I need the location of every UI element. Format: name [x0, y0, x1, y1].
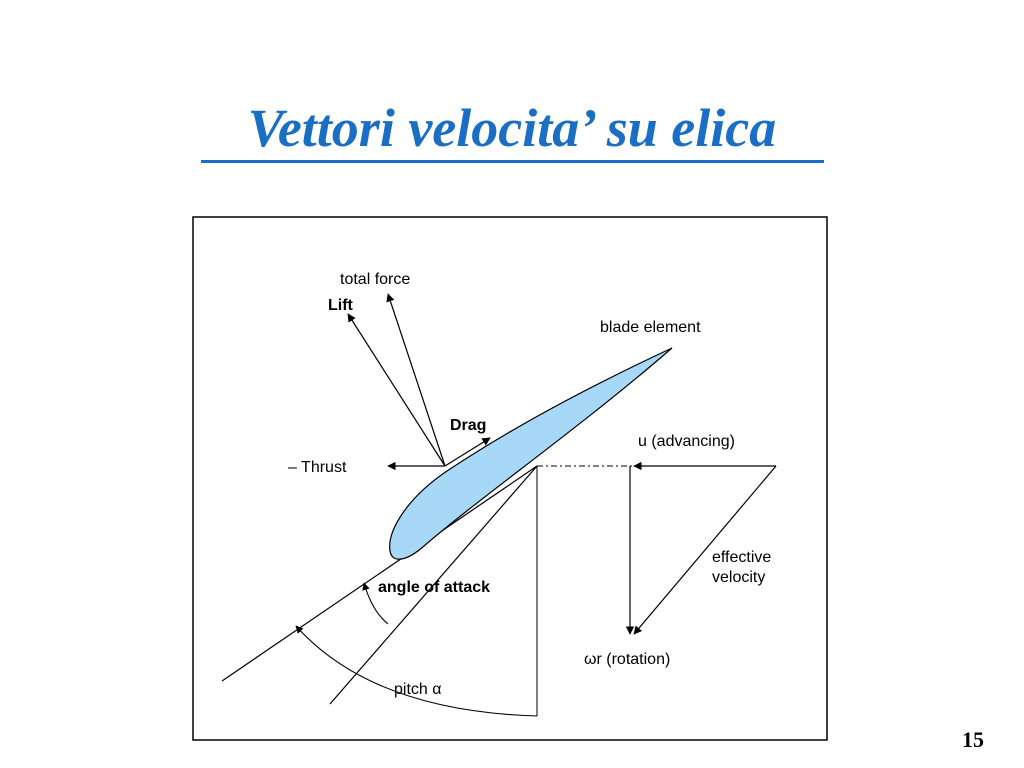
propeller-velocity-diagram: total force Lift blade element Drag – Th… [192, 216, 828, 741]
label-pitch: pitch α [394, 681, 442, 698]
label-angle-of-attack: angle of attack [378, 579, 490, 596]
relative-wind-line [329, 465, 538, 705]
label-total-force: total force [340, 271, 410, 288]
diagram-border [192, 216, 828, 741]
chord-line [221, 465, 538, 682]
label-drag: Drag [450, 417, 486, 434]
slide-title: Vettori velocita’ su elica [0, 98, 1024, 158]
label-lift: Lift [328, 297, 354, 314]
angle-of-attack-arc [362, 582, 389, 625]
total-force-arrow [386, 293, 446, 467]
label-rotation: ωr (rotation) [584, 651, 670, 668]
label-blade-element: blade element [600, 319, 701, 336]
slide-title-text: Vettori velocita’ su elica [247, 98, 777, 158]
label-advancing: u (advancing) [638, 433, 735, 450]
label-effective-velocity-line2: velocity [712, 569, 765, 586]
title-underline [201, 160, 824, 163]
label-effective-velocity-line1: effective [712, 549, 771, 566]
blade-element-shape [389, 347, 673, 560]
effective-velocity-arrow [633, 465, 777, 635]
page-number: 15 [962, 727, 984, 752]
pitch-arc [295, 625, 538, 717]
lift-arrow [347, 313, 446, 467]
label-thrust: – Thrust [288, 459, 347, 476]
diagram-svg: total force Lift blade element Drag – Th… [192, 216, 828, 741]
drag-arrow [444, 437, 491, 467]
